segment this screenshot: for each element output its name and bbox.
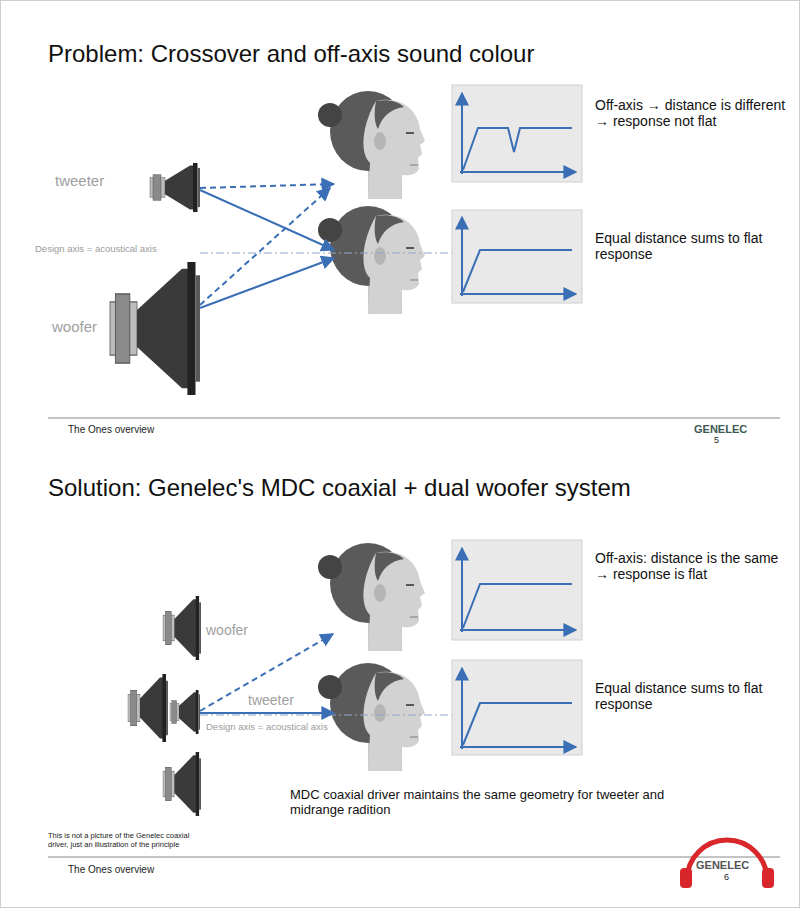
driver-label: woofer	[206, 622, 296, 638]
footer-text: The Ones overview	[68, 864, 268, 876]
axis-label: Design axis = acoustical axis	[35, 244, 200, 255]
top-illustration-part	[463, 250, 572, 292]
bottom-illustration-part	[318, 543, 425, 651]
page-number: 6	[724, 872, 738, 882]
top-illustration-part	[452, 85, 582, 182]
slide-panel: Problem: Crossover and off-axis sound co…	[0, 0, 800, 440]
footer-text: The Ones overview	[68, 424, 268, 436]
bottom-illustration-part	[128, 674, 168, 742]
headphone-logo-part	[762, 868, 774, 888]
top-illustration-part	[200, 184, 334, 188]
response-graph: Off-axis: distance is the same → respons…	[452, 540, 582, 640]
page-number: 5	[714, 435, 734, 445]
bottom-illustration-part	[200, 712, 334, 714]
bottom-illustration-part	[163, 752, 201, 816]
top-illustration-part	[200, 190, 334, 250]
top-illustration-part	[110, 262, 200, 395]
bottom-illustration	[48, 540, 780, 857]
graph-caption: Off-axis: distance is the same → respons…	[595, 550, 790, 582]
top-illustration-part	[461, 93, 463, 174]
headphone-logo	[680, 840, 774, 888]
top-illustration-part	[461, 217, 463, 296]
top-illustration-part	[318, 206, 425, 314]
bottom-illustration-part	[452, 660, 582, 755]
headphone-logo-part	[680, 868, 692, 888]
bottom-illustration-part	[460, 629, 576, 631]
graph-caption: Off-axis → distance is different → respo…	[595, 97, 790, 129]
bottom-illustration-part	[460, 746, 576, 748]
driver-label: woofer	[52, 318, 142, 335]
bottom-illustration-part	[452, 540, 582, 640]
bottom-illustration-part	[461, 548, 463, 632]
bottom-illustration-part	[200, 715, 462, 716]
bottom-illustration-part	[463, 703, 572, 745]
driver-label: tweeter	[55, 172, 145, 189]
axis-label: Design axis = acoustical axis	[206, 722, 376, 733]
response-graph: Equal distance sums to flat response	[452, 660, 582, 755]
bottom-illustration-part	[48, 857, 780, 858]
slide-title: Solution: Genelec's MDC coaxial + dual w…	[48, 474, 788, 502]
bottom-illustration-part	[170, 690, 200, 734]
top-illustration-part	[200, 258, 334, 308]
top-illustration-part	[463, 128, 572, 170]
bottom-illustration-part	[163, 596, 201, 660]
bottom-illustration-part	[463, 584, 572, 628]
top-illustration-part	[460, 293, 576, 295]
top-illustration-part	[48, 418, 780, 419]
graph-caption: Equal distance sums to flat response	[595, 680, 790, 712]
top-illustration-part	[318, 91, 425, 199]
bottom-illustration-part	[461, 668, 463, 749]
logo-text: GENELEC	[694, 423, 774, 436]
response-graph: Off-axis → distance is different → respo…	[452, 85, 582, 182]
top-illustration-part	[200, 253, 462, 254]
slide-title: Problem: Crossover and off-axis sound co…	[48, 40, 788, 68]
bottom-illustration-part	[318, 663, 425, 771]
top-illustration-part	[460, 171, 576, 173]
note-text: MDC coaxial driver maintains the same ge…	[290, 788, 670, 818]
disclaimer-text: This is not a picture of the Genelec coa…	[48, 832, 198, 849]
driver-label: tweeter	[248, 692, 338, 708]
response-graph: Equal distance sums to flat response	[452, 210, 582, 303]
top-illustration-part	[150, 163, 200, 212]
top-illustration-part	[200, 188, 330, 305]
top-illustration-part	[452, 210, 582, 303]
top-illustration	[48, 85, 780, 418]
graph-caption: Equal distance sums to flat response	[595, 230, 790, 262]
logo-text: GENELEC	[696, 859, 762, 872]
